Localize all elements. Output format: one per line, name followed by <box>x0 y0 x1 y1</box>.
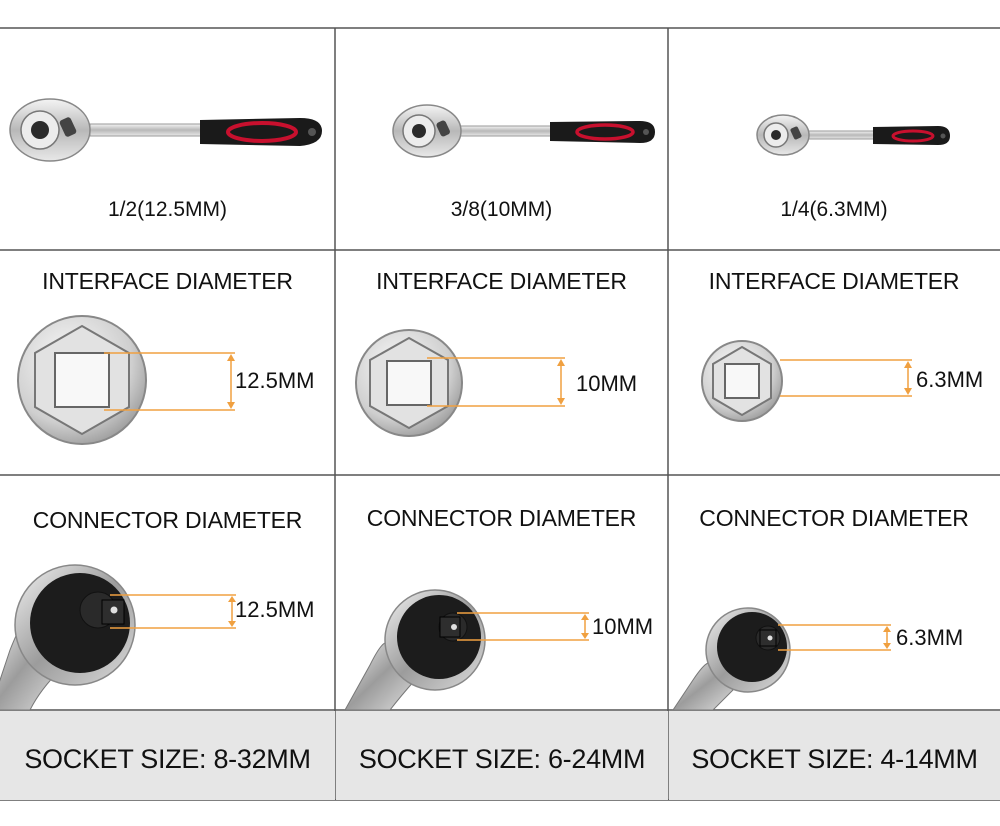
wrench-cell-3: 1/4(6.3MM) <box>668 28 1000 250</box>
socket-size-cell-1: SOCKET SIZE: 8-32MM <box>0 711 335 800</box>
hex-socket-icon <box>17 315 235 445</box>
interface-cell-2: INTERFACE DIAMETER 10MM <box>335 250 668 475</box>
interface-cell-1: INTERFACE DIAMETER 12.5MM <box>0 250 335 475</box>
interface-value: 12.5MM <box>235 368 315 393</box>
hex-socket-icon <box>701 340 912 422</box>
hex-socket-icon <box>355 329 565 437</box>
connector-title: CONNECTOR DIAMETER <box>32 507 303 533</box>
interface-title: INTERFACE DIAMETER <box>376 268 627 294</box>
ratchet-wrench-icon <box>392 104 655 158</box>
drive-size-label: 1/4(6.3MM) <box>780 198 888 221</box>
connector-value: 10MM <box>592 614 654 639</box>
interface-value: 6.3MM <box>916 367 984 392</box>
connector-value: 12.5MM <box>235 597 315 622</box>
ratchet-head-connector-icon <box>344 589 589 710</box>
interface-title: INTERFACE DIAMETER <box>42 268 293 294</box>
interface-title: INTERFACE DIAMETER <box>708 268 960 294</box>
interface-cell-3: INTERFACE DIAMETER 6.3MM <box>668 250 1000 475</box>
wrench-cell-2: 3/8(10MM) <box>335 28 668 250</box>
socket-size-cell-3: SOCKET SIZE: 4-14MM <box>669 711 1000 800</box>
socket-size-label: SOCKET SIZE: 6-24MM <box>358 744 646 774</box>
connector-cell-2: CONNECTOR DIAMETER 10MM <box>335 475 668 710</box>
socket-size-label: SOCKET SIZE: 8-32MM <box>24 744 311 774</box>
connector-cell-1: CONNECTOR DIAMETER 12.5MM <box>0 475 335 710</box>
ratchet-head-connector-icon <box>0 564 236 710</box>
drive-size-label: 1/2(12.5MM) <box>107 198 228 221</box>
ratchet-head-connector-icon <box>672 607 891 710</box>
interface-value: 10MM <box>576 371 638 396</box>
ratchet-wrench-icon <box>756 114 950 156</box>
connector-value: 6.3MM <box>896 625 964 650</box>
drive-size-label: 3/8(10MM) <box>450 198 553 221</box>
wrench-cell-1: 1/2(12.5MM) <box>0 28 335 250</box>
ratchet-wrench-icon <box>9 98 322 162</box>
connector-title: CONNECTOR DIAMETER <box>699 505 969 531</box>
connector-title: CONNECTOR DIAMETER <box>366 505 637 531</box>
socket-size-cell-2: SOCKET SIZE: 6-24MM <box>336 711 668 800</box>
socket-size-label: SOCKET SIZE: 4-14MM <box>691 744 978 774</box>
connector-cell-3: CONNECTOR DIAMETER 6.3MM <box>668 475 1000 710</box>
